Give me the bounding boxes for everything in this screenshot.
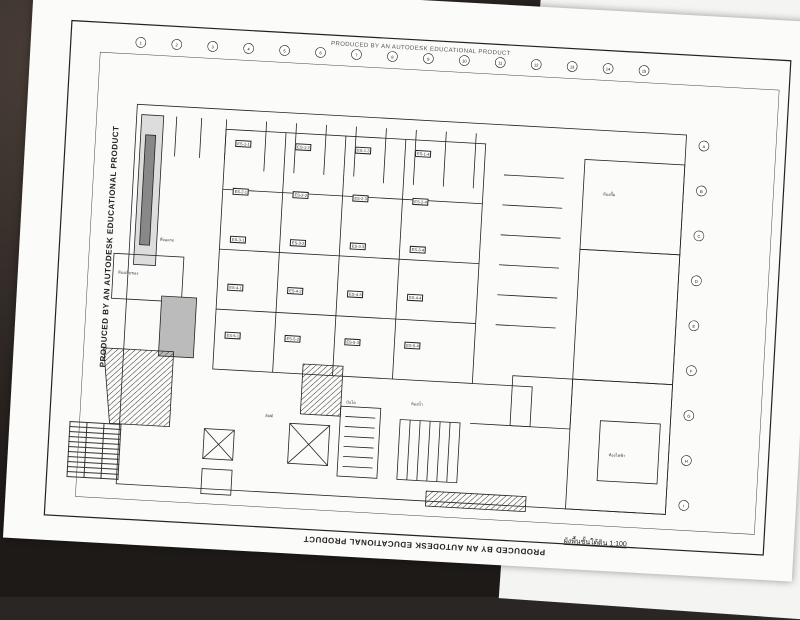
grid-bubble-top-label: 14	[606, 66, 611, 71]
space-label-pump: ห้องปั๊ม	[602, 191, 616, 198]
grid-bubble-top	[566, 61, 578, 72]
space-label-elec: ห้องไฟฟ้า	[608, 452, 626, 459]
grid-bubble-top	[207, 41, 219, 52]
room-tag: ES-5-1	[224, 331, 242, 340]
space-label-parking: ที่จอดรถ	[159, 236, 175, 243]
grid-bubble-top-label: 13	[570, 64, 575, 69]
grid-bubble-top	[171, 39, 183, 50]
room-tag: ES-4-3	[346, 290, 364, 299]
grid-bubble-top-label: 12	[534, 62, 539, 67]
room-tag: ES-2-4	[412, 197, 430, 206]
grid-bubble-right-label: F	[690, 369, 693, 374]
grid-bubble-top	[135, 37, 147, 48]
grid-bubble-right	[688, 320, 700, 332]
room-tag: ES-3-3	[349, 242, 367, 251]
grid-bubble-top	[351, 49, 362, 60]
grid-bubble-top-label: 6	[319, 50, 322, 55]
grid-bubble-top-label: 1	[140, 40, 143, 45]
legend-cell	[66, 471, 85, 478]
grid-bubble-right	[691, 275, 702, 287]
room-tag: ES-1-2	[295, 143, 312, 152]
grid-bubble-right-label: G	[687, 414, 690, 419]
grid-bubble-top-label: 11	[498, 60, 503, 65]
legend-cell	[83, 472, 102, 479]
grid-bubble-top	[530, 59, 542, 70]
room-tag: ES-4-2	[287, 287, 304, 295]
room-tag: ES-1-3	[354, 146, 372, 155]
grid-bubble-top-label: 15	[642, 68, 647, 73]
space-label-stair: บันได	[345, 399, 357, 406]
grid-bubble-right-label: I	[683, 503, 684, 508]
grid-bubble-right	[678, 500, 690, 511]
room-tag: ES-5-4	[404, 341, 421, 350]
space-label-toilet: ห้องน้ำ	[410, 401, 424, 407]
grid-bubble-top-label: 7	[355, 52, 358, 57]
grid-bubble-top-label: 5	[283, 48, 286, 53]
grid-bubble-right-label: A	[702, 144, 705, 149]
grid-bubble-top-label: 4	[247, 46, 250, 51]
grid-bubble-right-label: D	[695, 279, 698, 284]
grid-bubble-right-label: B	[700, 189, 703, 194]
room-tag: ES-1-4	[414, 149, 432, 158]
grid-bubble-right	[686, 365, 697, 376]
grid-bubble-right	[683, 410, 695, 421]
grid-bubble-top	[243, 43, 254, 54]
grid-bubble-right	[681, 455, 692, 466]
grid-bubble-top	[279, 45, 290, 56]
grid-bubble-right-label: E	[692, 324, 695, 329]
grid-bubble-top	[387, 51, 398, 62]
grid-bubble-right-label: C	[697, 234, 700, 239]
room-tag: ES-3-2	[289, 239, 307, 247]
room-tag: ES-4-1	[227, 283, 244, 292]
grid-bubble-right	[698, 140, 710, 152]
grid-bubble-top	[459, 55, 470, 66]
grid-bubble-right-label: H	[685, 458, 688, 463]
grid-bubble-top	[602, 63, 614, 74]
grid-bubble-right	[693, 230, 705, 242]
legend-cell	[100, 473, 119, 480]
legend-table	[66, 421, 121, 480]
room-tag: ES-4-4	[406, 293, 424, 302]
grid-bubble-top	[423, 53, 434, 64]
grid-bubble-top-label: 10	[462, 58, 467, 63]
room-tag: ES-3-4	[409, 245, 427, 254]
space-label-lift: ลิฟต์	[265, 412, 274, 419]
grid-bubble-right	[696, 185, 707, 197]
room-tag: ES-2-3	[352, 194, 370, 203]
grid-bubble-top-label: 2	[175, 42, 178, 47]
grid-bubble-top	[638, 65, 650, 76]
room-tag: ES-1-1	[235, 139, 252, 148]
grid-bubble-top-label: 8	[391, 54, 394, 59]
room-tag: ES-5-3	[344, 338, 362, 347]
room-tag: ES-2-2	[292, 191, 310, 200]
room-tag: ES-3-1	[229, 235, 247, 244]
room-tag: ES-5-2	[284, 334, 302, 343]
grid-bubble-top	[494, 57, 506, 68]
room-tag: ES-2-1	[232, 187, 250, 196]
grid-bubble-top-label: 3	[211, 44, 214, 49]
grid-bubble-top	[315, 47, 326, 58]
grid-bubble-top-label: 9	[427, 56, 430, 61]
space-label-store: ห้องเก็บของ	[117, 269, 139, 276]
